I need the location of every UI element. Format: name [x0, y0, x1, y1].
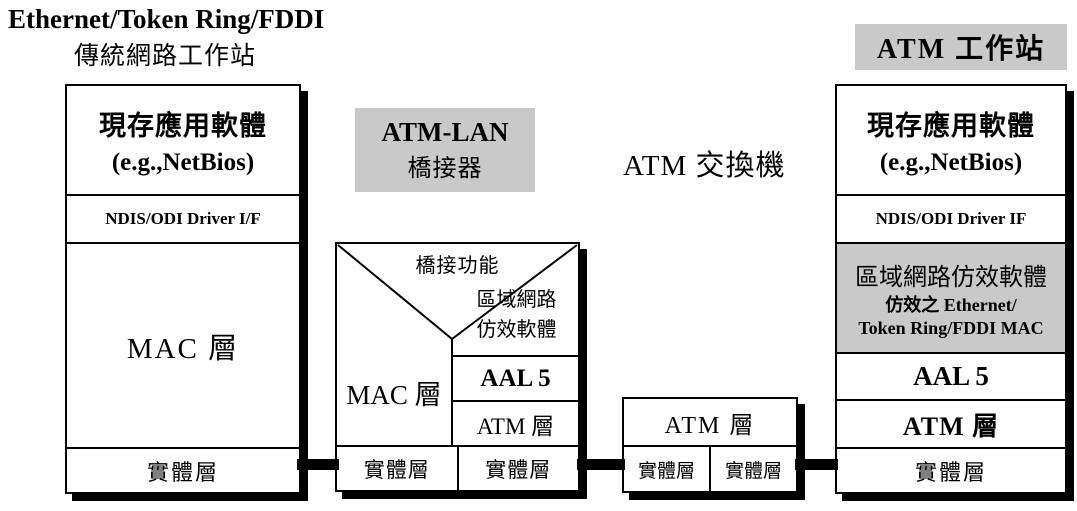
bridge-lane-layer: 區域網路 仿效軟體: [455, 276, 578, 353]
bridge-function-label: 橋接功能: [415, 255, 500, 277]
legacy-workstation-stack: 現存應用軟體 (e.g.,NetBios) NDIS/ODI Driver I/…: [65, 84, 301, 494]
bridge-aal5-layer: AAL 5: [453, 355, 578, 400]
atm-ws-app-line2: (e.g.,NetBios): [879, 148, 1023, 176]
switch-phy-row: 實體層 實體層: [624, 445, 796, 491]
atm-ws-atm-layer: ATM 層: [837, 399, 1065, 447]
atm-ws-lane-line1: 區域網路仿效軟體: [855, 265, 1047, 291]
switch-phy-right: 實體層: [709, 447, 796, 491]
atm-ws-app-layer: 現存應用軟體 (e.g.,NetBios): [837, 86, 1065, 194]
atm-ws-phy-layer: 實體層: [837, 447, 1065, 492]
bridge-v-divider: [337, 244, 578, 340]
legacy-app-line1: 現存應用軟體: [99, 110, 267, 141]
bridge-phy-left: 實體層: [363, 457, 430, 482]
atm-workstation-stack: 現存應用軟體 (e.g.,NetBios) NDIS/ODI Driver IF…: [835, 84, 1067, 494]
atm-ws-lane-line3: Token Ring/FDDI MAC: [858, 317, 1044, 338]
atm-lan-bridge-stack: 橋接功能 MAC 層 區域網路 仿效軟體 AAL 5 ATM 層 實體層 實體層: [335, 242, 580, 492]
bridge-label-line1: ATM-LAN: [381, 117, 509, 147]
legacy-app-line2: (e.g.,NetBios): [111, 148, 255, 176]
bridge-lane-line2: 仿效軟體: [476, 318, 557, 341]
bridge-label: ATM-LAN 橋接器: [355, 108, 535, 192]
link-switch-to-workstation: [795, 459, 838, 470]
bridge-phy-right: 實體層: [456, 447, 579, 490]
legacy-driver-layer: NDIS/ODI Driver I/F: [67, 194, 299, 242]
atm-switch-stack: ATM 層 實體層 實體層: [622, 397, 798, 493]
diagram-title-en: Ethernet/Token Ring/FDDI: [8, 4, 325, 34]
bridge-mac-layer: MAC 層: [346, 380, 442, 410]
switch-phy-left: 實體層: [637, 460, 695, 482]
atm-switch-label: ATM 交換機: [623, 150, 786, 182]
bridge-atm-layer: ATM 層: [453, 400, 578, 445]
atm-ws-driver-layer: NDIS/ODI Driver IF: [837, 194, 1065, 242]
legacy-mac-layer: MAC 層: [67, 242, 299, 447]
atm-ws-lane-layer: 區域網路仿效軟體 仿效之 Ethernet/ Token Ring/FDDI M…: [837, 242, 1065, 352]
link-legacy-to-bridge: [297, 459, 339, 470]
atm-ws-lane-line2: 仿效之 Ethernet/: [885, 295, 1017, 315]
atm-ws-app-line1: 現存應用軟體: [867, 110, 1035, 141]
diagram-title-zh: 傳統網路工作站: [74, 43, 257, 70]
bridge-phy-row: 實體層 實體層: [337, 445, 578, 490]
bridge-vertical-divider: [451, 338, 453, 445]
atm-ws-aal5-layer: AAL 5: [837, 352, 1065, 399]
bridge-label-line2: 橋接器: [407, 156, 483, 182]
legacy-phy-layer: 實體層: [67, 447, 299, 492]
legacy-app-layer: 現存應用軟體 (e.g.,NetBios): [67, 86, 299, 194]
link-bridge-to-switch: [577, 459, 625, 470]
bridge-lane-line1: 區域網路: [476, 288, 557, 311]
switch-atm-layer: ATM 層: [664, 412, 756, 439]
atm-workstation-label: ATM 工作站: [855, 24, 1067, 70]
